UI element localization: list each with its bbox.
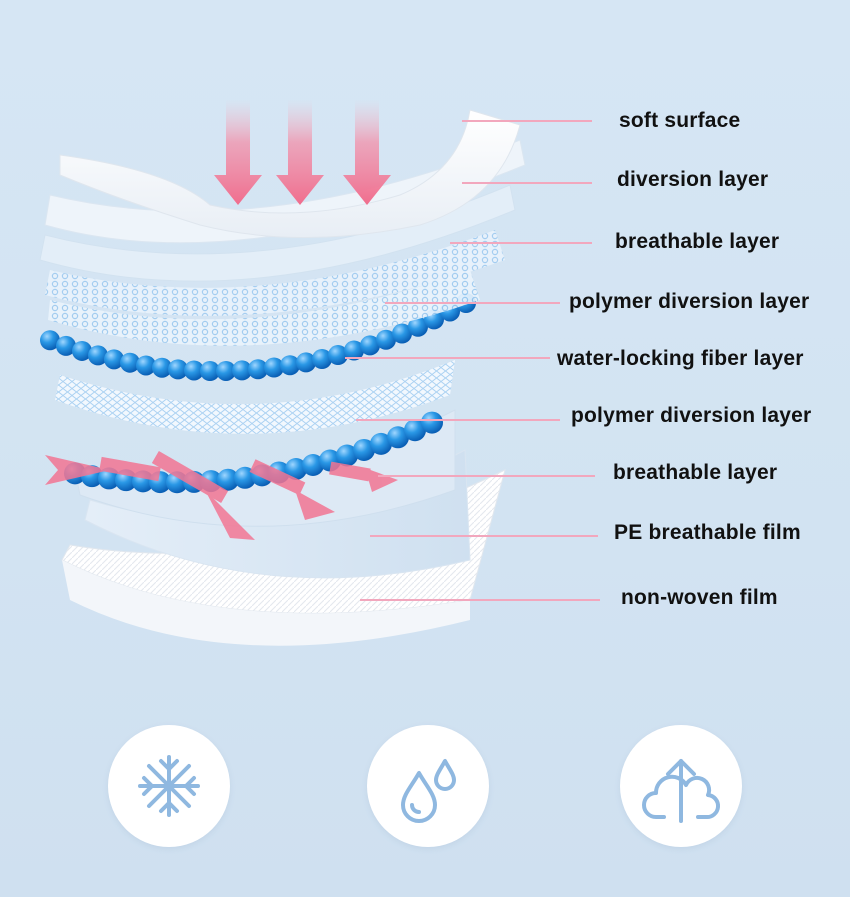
absorbent-bead bbox=[136, 355, 156, 376]
layer-water-locking-fiber bbox=[48, 270, 480, 346]
layer-polymer-diversion-bottom bbox=[55, 360, 455, 434]
absorbent-bead bbox=[248, 359, 268, 380]
label-soft-surface: soft surface bbox=[619, 109, 741, 132]
cloud-upload-icon bbox=[642, 759, 721, 823]
water-drops-icon bbox=[401, 759, 456, 823]
absorbent-bead bbox=[421, 411, 443, 434]
absorbent-bead bbox=[104, 349, 124, 370]
absorbent-bead bbox=[72, 340, 92, 361]
label-breathable-layer-top: breathable layer bbox=[615, 230, 780, 253]
absorbent-bead bbox=[184, 360, 204, 381]
absorbent-bead bbox=[336, 444, 358, 467]
absorbent-bead bbox=[387, 426, 409, 449]
label-diversion-layer: diversion layer bbox=[617, 168, 769, 191]
feature-breathable bbox=[620, 725, 742, 847]
absorbent-bead bbox=[200, 361, 220, 382]
absorbent-bead bbox=[408, 316, 428, 337]
absorbent-bead bbox=[232, 360, 252, 381]
absorbent-bead bbox=[328, 345, 348, 366]
absorbent-bead bbox=[376, 329, 396, 350]
label-water-locking-fiber-layer: water-locking fiber layer bbox=[557, 347, 804, 370]
absorbent-bead bbox=[56, 335, 76, 356]
label-pe-breathable-film: PE breathable film bbox=[614, 521, 801, 544]
absorption-arrows bbox=[214, 100, 391, 205]
feature-absorbent bbox=[367, 725, 489, 847]
absorbent-bead bbox=[353, 438, 375, 461]
leader-lines bbox=[345, 120, 600, 601]
absorbent-bead bbox=[392, 323, 412, 344]
diffusion-arrows bbox=[45, 450, 398, 540]
absorbent-bead bbox=[88, 345, 108, 366]
absorbent-bead bbox=[264, 357, 284, 378]
absorbent-bead bbox=[168, 359, 188, 380]
absorbent-bead bbox=[370, 432, 392, 455]
layer-breathable-top bbox=[39, 184, 516, 282]
absorbent-bead bbox=[152, 357, 172, 378]
absorbent-bead bbox=[296, 352, 316, 373]
absorbent-bead bbox=[404, 419, 426, 442]
absorbent-bead bbox=[312, 349, 332, 370]
absorbent-bead bbox=[120, 352, 140, 373]
feature-cooling bbox=[108, 725, 230, 847]
label-polymer-diversion-layer-bottom: polymer diversion layer bbox=[571, 404, 812, 427]
absorbent-bead bbox=[280, 355, 300, 376]
layer-polymer-diversion-top bbox=[45, 230, 505, 316]
absorbent-bead bbox=[285, 457, 307, 480]
absorbent-bead bbox=[360, 335, 380, 356]
absorbent-bead bbox=[216, 360, 236, 381]
snowflake-icon bbox=[138, 755, 200, 817]
layer-soft-surface bbox=[59, 109, 521, 238]
absorbent-bead bbox=[344, 340, 364, 361]
absorbent-bead bbox=[40, 330, 60, 351]
label-breathable-layer-bottom: breathable layer bbox=[613, 461, 778, 484]
absorbent-bead bbox=[217, 468, 239, 491]
label-polymer-diversion-layer-top: polymer diversion layer bbox=[569, 290, 810, 313]
label-non-woven-film: non-woven film bbox=[621, 586, 778, 609]
diaper-layers-illustration bbox=[39, 100, 600, 646]
absorbent-bead bbox=[302, 453, 324, 476]
